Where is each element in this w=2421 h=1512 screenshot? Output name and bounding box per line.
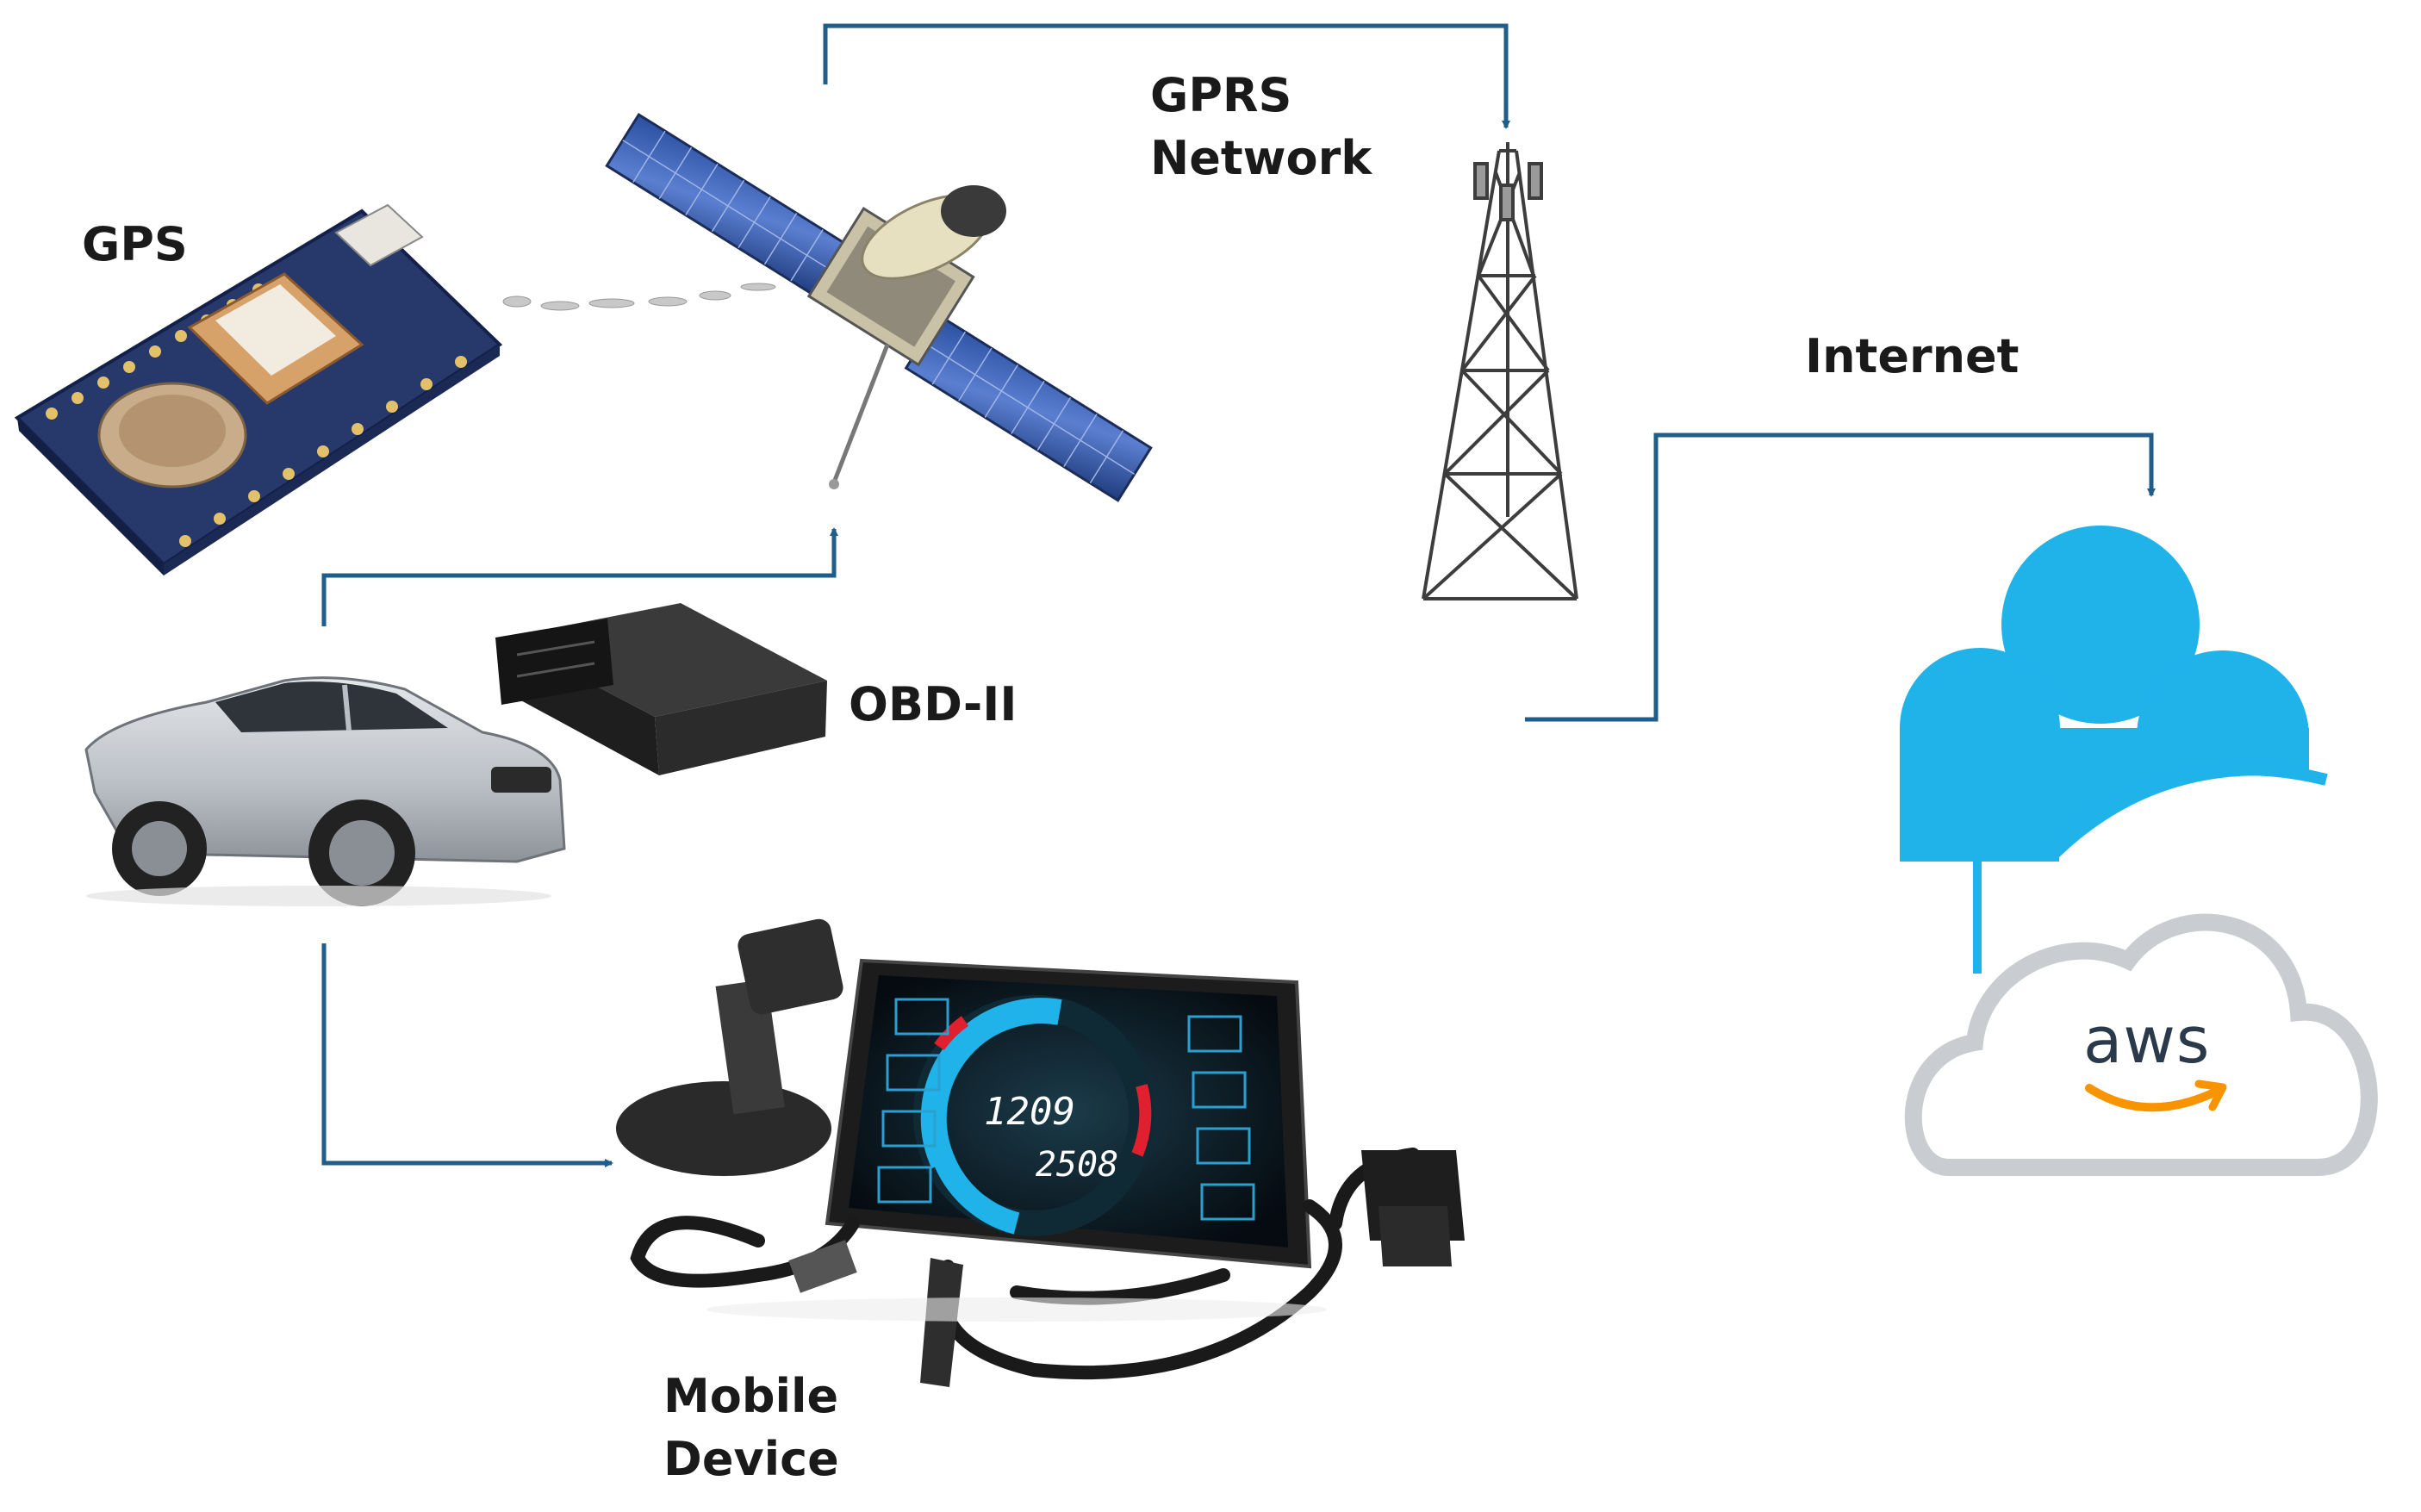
dashboard-secondary-readout: 2508: [1036, 1145, 1118, 1185]
gps-label: GPS: [82, 217, 188, 271]
car-image: [84, 676, 566, 906]
satellite-image: [502, 112, 1153, 502]
car-to-mobile-device-connector: [321, 943, 613, 1167]
aws-cloud-image: [1904, 913, 2378, 1176]
internet-label: Internet: [1805, 329, 2020, 383]
cell-tower-image: [1422, 142, 1578, 600]
obd-ii-label: OBD-II: [849, 677, 1018, 731]
mobile-device-image: [616, 918, 1465, 1387]
gprs-network-label-line1: GPRS: [1150, 68, 1292, 122]
gprs-network-label-line2: Network: [1150, 130, 1372, 185]
gps-module-image: [14, 203, 503, 576]
mobile-device-label: Mobile Device: [663, 1366, 839, 1491]
mobile-device-label-line1: Mobile: [663, 1369, 839, 1423]
aws-logo-text: aws: [2083, 1004, 2211, 1078]
cloud-service-image: [1900, 526, 2335, 974]
obd-ii-dongle-image: [495, 603, 827, 775]
car-to-satellite-connector: [321, 527, 838, 626]
satellite-to-tower-connector: [823, 23, 1510, 129]
gprs-network-label: GPRS Network: [1150, 65, 1372, 190]
tower-to-cloud-connector: [1525, 432, 2156, 722]
mobile-device-label-line2: Device: [663, 1431, 839, 1486]
connectors: [321, 23, 2156, 1167]
dashboard-rpm-readout: 1209: [984, 1090, 1075, 1134]
